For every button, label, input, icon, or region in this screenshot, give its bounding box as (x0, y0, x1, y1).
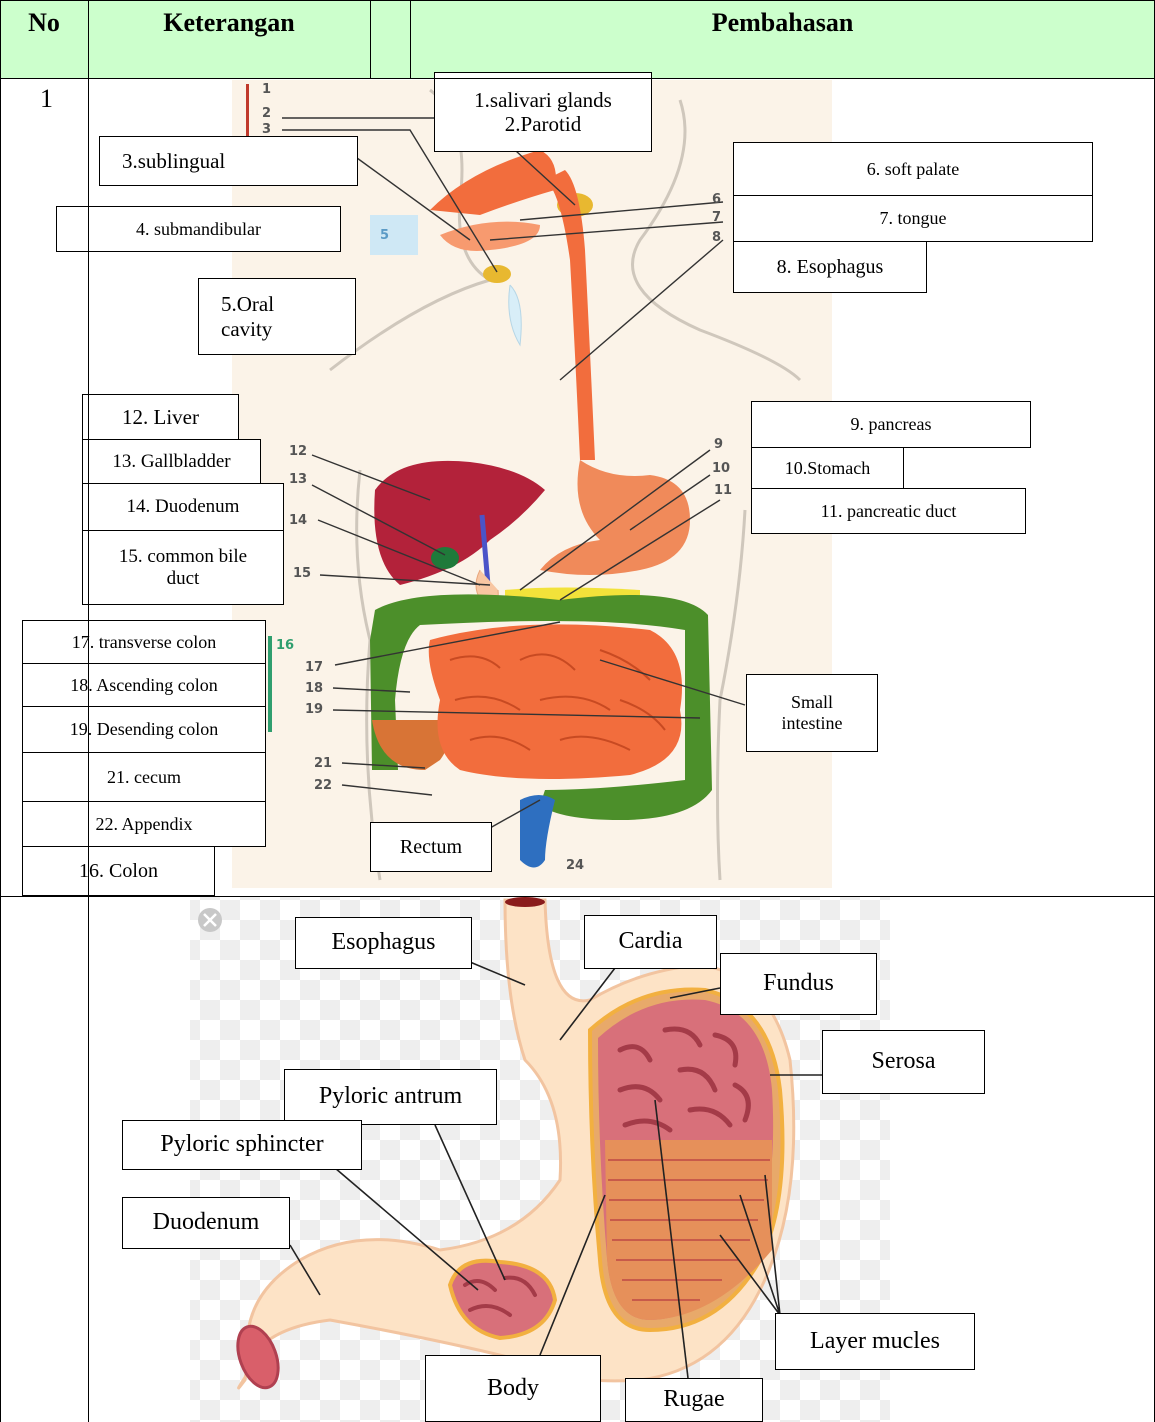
label-rugae: Rugae (625, 1378, 763, 1422)
label-pyloric-sphincter: Pyloric sphincter (122, 1120, 362, 1170)
label-layer-mucles: Layer mucles (775, 1313, 975, 1370)
label-duodenum: Duodenum (122, 1197, 290, 1249)
label-fundus: Fundus (720, 953, 877, 1015)
label-pyloric-antrum: Pyloric antrum (284, 1069, 497, 1125)
label-body: Body (425, 1355, 601, 1422)
label-cardia: Cardia (584, 915, 717, 969)
label-esophagus: Esophagus (295, 917, 472, 969)
label-serosa: Serosa (822, 1030, 985, 1094)
